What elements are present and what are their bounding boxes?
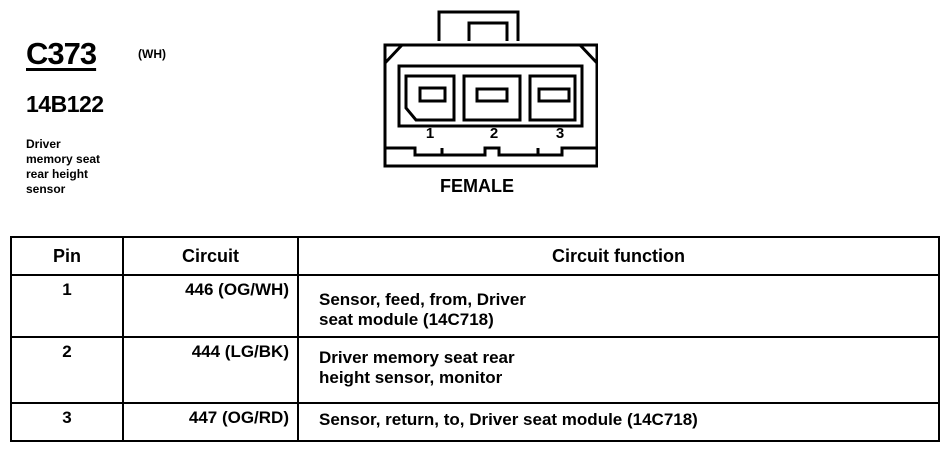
function-line: height sensor, monitor <box>319 368 503 387</box>
pin-label-3: 3 <box>556 125 564 142</box>
function-line: seat module (14C718) <box>319 310 494 329</box>
pin-2-terminal <box>475 87 509 103</box>
connector-description: Driver memory seat rear height sensor <box>26 137 146 197</box>
ridge-tick <box>440 148 540 155</box>
function-line: Driver memory seat rear <box>319 348 515 367</box>
bottom-ridge <box>385 146 597 157</box>
function-line: Sensor, feed, from, Driver <box>319 290 526 309</box>
header-function: Circuit function <box>297 236 940 276</box>
latch-inner <box>467 21 509 41</box>
connector-housing <box>383 43 598 168</box>
pin-cell: 3 <box>10 402 124 442</box>
pinout-table: Pin Circuit Circuit function 1 446 (OG/W… <box>10 236 940 442</box>
function-cell: Sensor, return, to, Driver seat module (… <box>297 402 940 442</box>
pin-label-1: 1 <box>426 125 434 142</box>
cavity-block <box>397 64 584 128</box>
function-cell: Sensor, feed, from, Driver seat module (… <box>297 274 940 338</box>
table-row: 2 444 (LG/BK) Driver memory seat rear he… <box>10 336 940 404</box>
pin-1-terminal <box>418 86 447 103</box>
part-number: 14B122 <box>26 91 104 117</box>
pin-cell: 1 <box>10 274 124 338</box>
description-line: sensor <box>26 182 66 196</box>
chamfer-right <box>578 43 598 65</box>
connector-latch <box>437 10 520 41</box>
table-row: 3 447 (OG/RD) Sensor, return, to, Driver… <box>10 402 940 442</box>
description-line: memory seat <box>26 152 101 166</box>
pin-2-cavity <box>462 74 522 122</box>
circuit-cell: 447 (OG/RD) <box>122 402 299 442</box>
pin-label-2: 2 <box>490 125 498 142</box>
color-code: (WH) <box>138 47 166 61</box>
circuit-cell: 446 (OG/WH) <box>122 274 299 338</box>
table-row: 1 446 (OG/WH) Sensor, feed, from, Driver… <box>10 274 940 338</box>
connector-face-diagram: 1 2 3 <box>383 10 598 168</box>
chamfer-left <box>383 43 404 65</box>
description-line: rear height <box>26 167 89 181</box>
header-circuit: Circuit <box>122 236 299 276</box>
header-pin: Pin <box>10 236 124 276</box>
function-cell: Driver memory seat rear height sensor, m… <box>297 336 940 404</box>
table-header-row: Pin Circuit Circuit function <box>10 236 940 276</box>
circuit-cell: 444 (LG/BK) <box>122 336 299 404</box>
pin-1-cavity <box>404 74 456 122</box>
pin-cell: 2 <box>10 336 124 404</box>
pin-3-cavity <box>528 74 577 122</box>
connector-id: C373 <box>26 36 97 71</box>
pin-3-terminal <box>537 87 571 103</box>
connector-gender: FEMALE <box>440 176 514 196</box>
description-line: Driver <box>26 137 61 151</box>
function-line: Sensor, return, to, Driver seat module (… <box>319 410 698 429</box>
